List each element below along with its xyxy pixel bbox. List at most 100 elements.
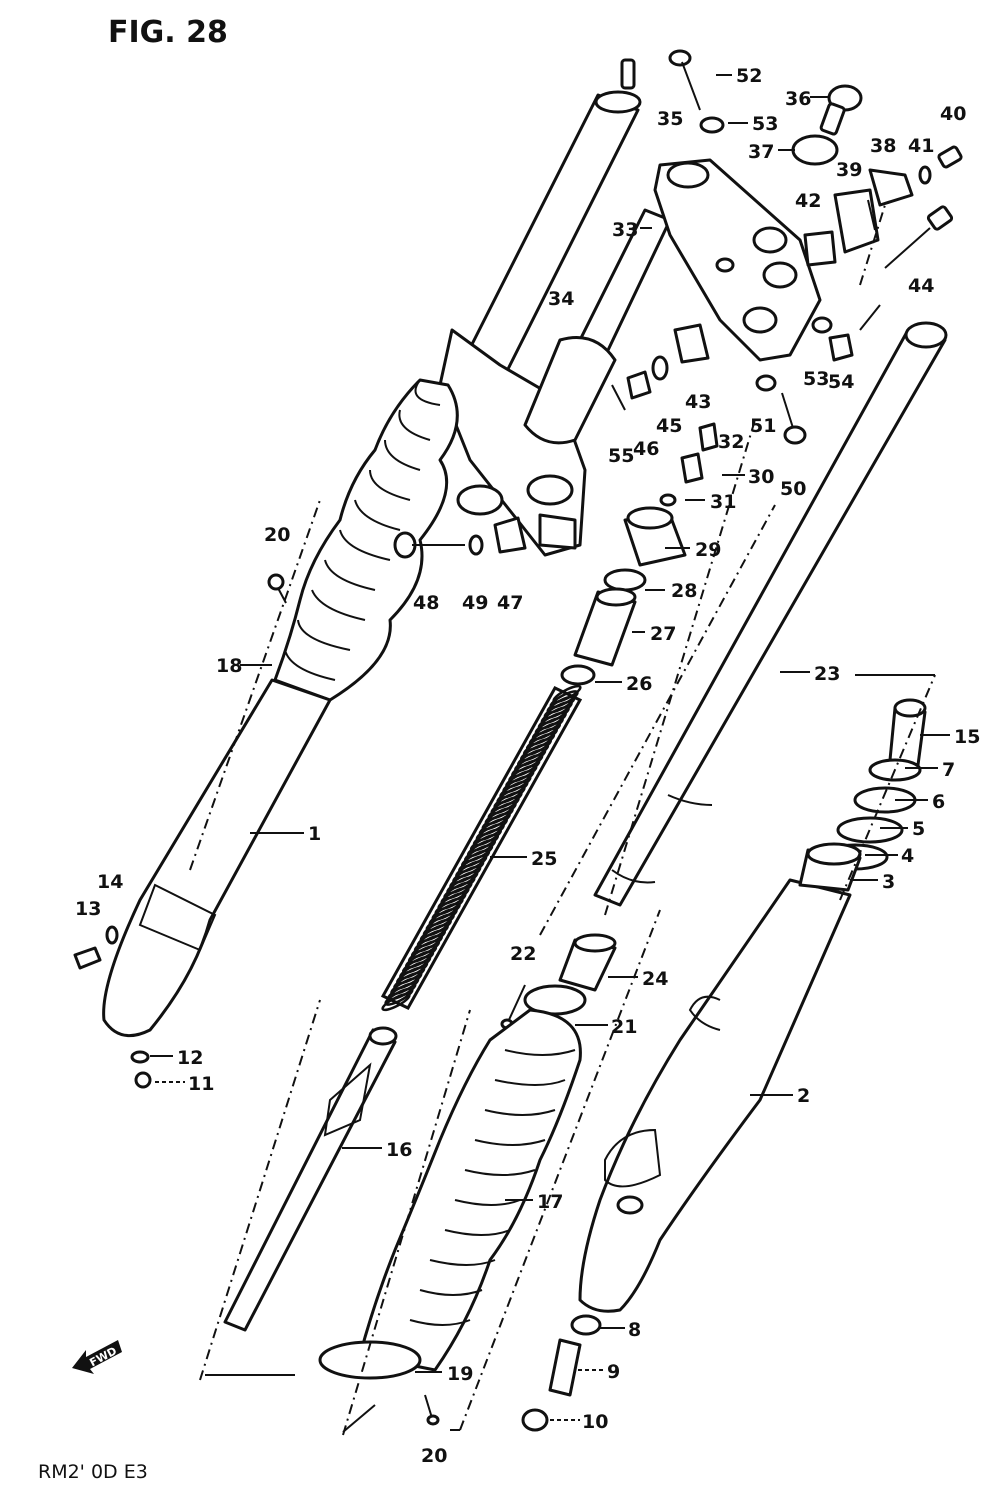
piece-24 [558,933,617,992]
phantom-line-7 [859,204,886,286]
callout-53-lower: 53 [803,368,829,390]
bolt-48 [393,531,465,559]
spacer-27 [573,587,637,667]
figure-title: FIG. 28 [108,15,228,50]
right-outer-tube-2 [578,878,852,1313]
phantom-line-4 [199,999,321,1381]
washer-49 [468,534,484,556]
callout-36: 36 [785,88,811,110]
callout-20-bottom: 20 [421,1445,447,1467]
callout-20-top: 20 [264,524,290,546]
callout-30: 30 [748,466,774,488]
callout-15: 15 [954,726,980,748]
washer-41 [918,165,932,185]
callout-27: 27 [650,623,676,645]
callout-29: 29 [695,539,721,561]
plate-47 [493,516,527,554]
bracket-line-b [342,1404,376,1433]
callout-54: 54 [828,371,854,393]
bolt-50 [781,392,807,445]
screw-20-bottom [424,1394,440,1426]
pin-55 [611,384,626,411]
washer-26 [560,664,596,686]
piston-15 [888,698,927,767]
callout-2: 2 [797,1085,810,1107]
washer-8 [570,1314,602,1336]
callout-33: 33 [612,219,638,241]
callout-44: 44 [908,275,934,297]
figure-footer: RM2' 0D E3 [38,1461,148,1483]
steering-stem [523,208,672,445]
seal-5 [836,816,904,844]
rod-16 [223,1026,398,1332]
callout-16: 16 [386,1139,412,1161]
callout-48: 48 [413,592,439,614]
callout-6: 6 [932,791,945,813]
fwd-arrow-icon: FWD [72,1340,122,1374]
callout-17: 17 [537,1191,563,1213]
cap-42 [803,230,837,267]
callout-35: 35 [657,108,683,130]
screw-20-top [267,573,287,604]
callout-51: 51 [750,415,776,437]
bolt-36 [819,84,863,136]
callout-19: 19 [447,1363,473,1385]
callout-5: 5 [912,818,925,840]
callout-3: 3 [882,871,895,893]
left-fork-boot [273,378,459,702]
bolt-10 [521,1408,549,1432]
callout-43: 43 [685,391,711,413]
phantom-line-5 [342,1009,471,1436]
washer-14 [105,925,119,945]
bracket-line-e [859,304,881,331]
callout-26: 26 [626,673,652,695]
callout-28: 28 [671,580,697,602]
washer-45 [651,355,669,381]
callout-50: 50 [780,478,806,500]
washer-53-lower [811,316,833,334]
callout-32: 32 [718,431,744,453]
callout-47: 47 [497,592,523,614]
washer-12 [130,1050,150,1064]
phantom-line-8 [839,674,936,901]
callout-10: 10 [582,1411,608,1433]
phantom-line-6 [459,909,661,1431]
callout-7: 7 [942,759,955,781]
top-crown [653,158,822,362]
plate-46 [626,370,652,400]
callout-18: 18 [216,655,242,677]
callout-4: 4 [901,845,914,867]
callout-8: 8 [628,1319,641,1341]
washer-51 [755,374,777,392]
bolt-40 [937,145,963,169]
inner-tube-23 [593,321,948,907]
callout-21: 21 [611,1016,637,1038]
callout-25: 25 [531,848,557,870]
callout-55: 55 [608,445,634,467]
leader-lines [150,74,950,1421]
spring-coil [381,992,411,1012]
callout-1: 1 [308,823,321,845]
bolt-11 [134,1071,152,1089]
bolt-9 [548,1338,582,1397]
callout-22: 22 [510,943,536,965]
callout-45: 45 [656,415,682,437]
holder-39 [833,188,880,254]
cap-43 [673,323,710,364]
callout-labels: 1 2 3 4 5 6 7 8 9 10 11 12 13 14 15 16 1… [75,65,980,1467]
cap-32 [698,422,719,452]
ring-31 [659,493,677,507]
callout-53-top: 53 [752,113,778,135]
callout-12: 12 [177,1047,203,1069]
phantom-line-3 [604,419,756,916]
callout-40: 40 [940,103,966,125]
callout-52: 52 [736,65,762,87]
bolt-44 [884,205,954,269]
callout-11: 11 [188,1073,214,1095]
ring-28 [603,568,647,592]
valve-30 [680,452,704,484]
callout-39: 39 [836,159,862,181]
callout-49: 49 [462,592,488,614]
